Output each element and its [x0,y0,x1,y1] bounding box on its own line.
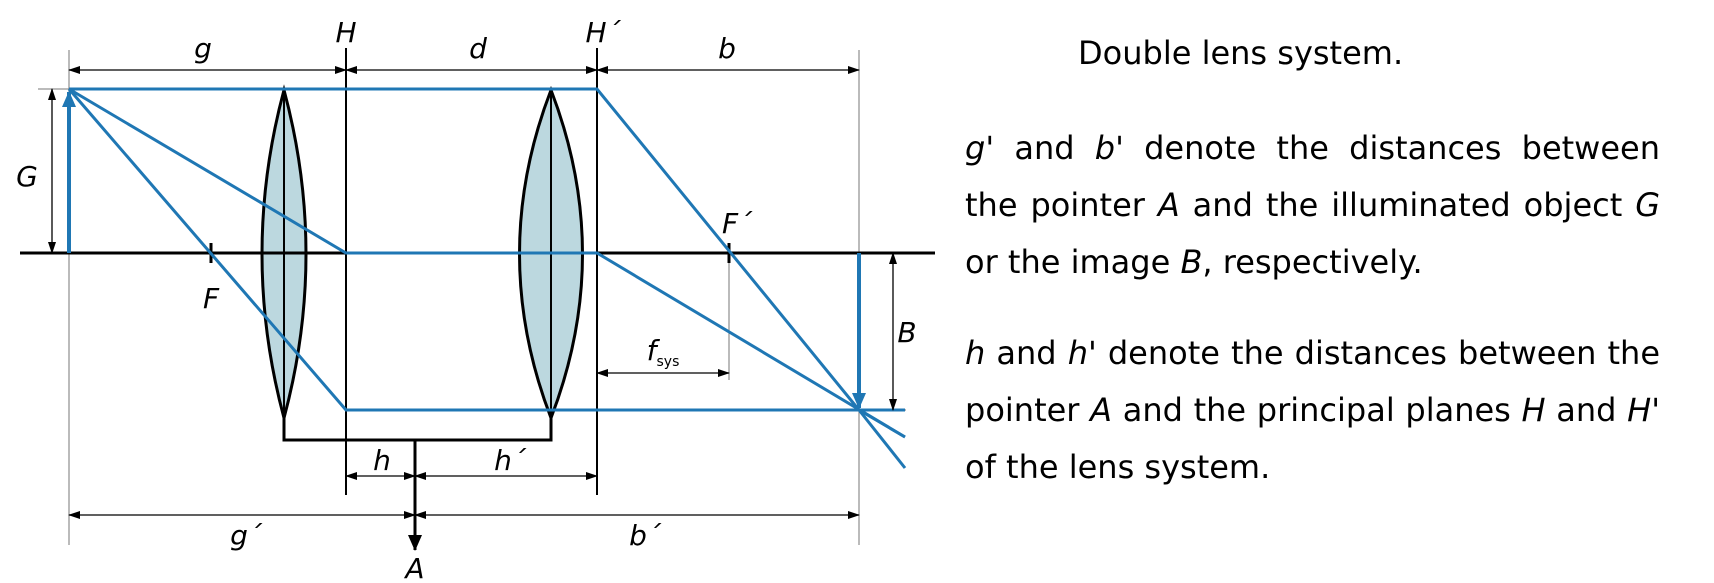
label-h-prime: h´ [494,444,527,477]
figure-caption: Double lens system. [1078,34,1404,72]
light-rays [67,87,907,469]
label-b-prime: b´ [629,519,662,552]
label-d: d [469,32,487,65]
label-F-prime: F´ [722,207,753,240]
label-b: b [718,32,736,65]
label-g-prime: g´ [230,519,263,552]
dimension-lines [48,66,897,519]
label-A: A [403,552,424,583]
label-f-sys: fsys [647,334,680,370]
extension-lines [38,50,906,545]
label-h: h [373,444,391,477]
label-g: g [194,32,212,65]
label-F: F [203,282,220,315]
pointer-bracket [282,418,553,442]
label-H: H [335,16,356,49]
label-B: B [897,316,916,349]
label-H-prime: H´ [585,16,621,49]
paragraph-g-b: g' and b' denote the distances between t… [965,129,1661,281]
label-G: G [16,160,38,193]
lens-diagram: g H d H´ b G F F´ B fsys h h´ g´ b´ A [16,16,935,583]
paragraph-h-h-prime: h and h' denote the distances between th… [965,334,1661,486]
